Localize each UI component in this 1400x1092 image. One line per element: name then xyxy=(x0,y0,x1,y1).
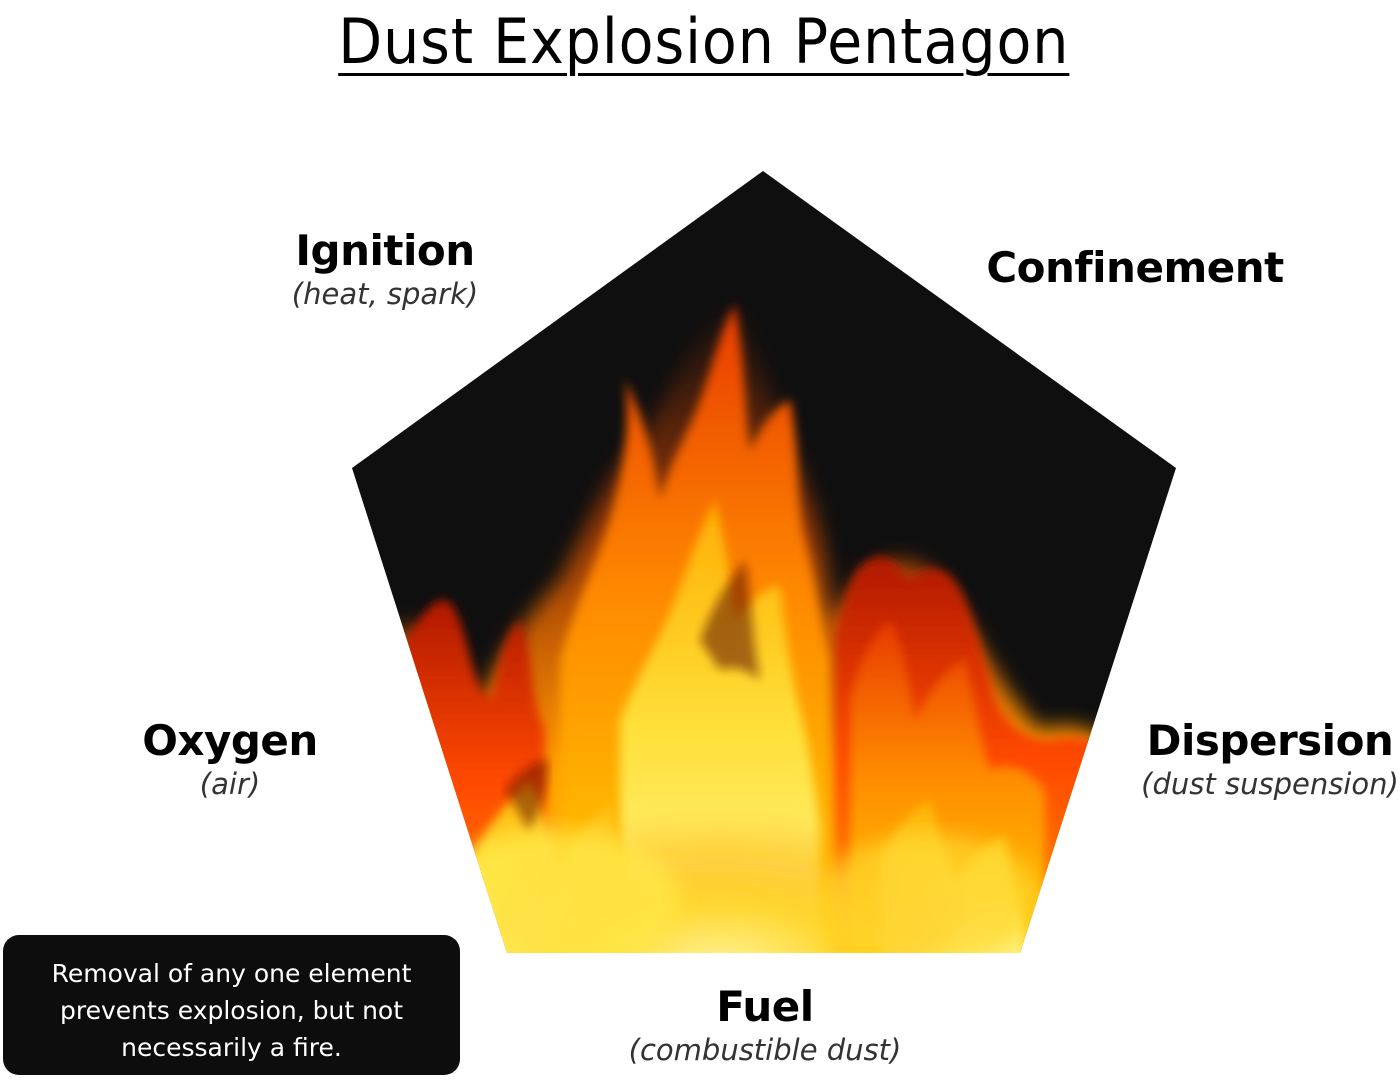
element-ignition-name: Ignition xyxy=(295,226,475,275)
element-confinement: Confinement xyxy=(975,243,1295,293)
element-oxygen-sub: (air) xyxy=(199,767,261,801)
flame-image xyxy=(400,300,1110,953)
element-dispersion-name: Dispersion xyxy=(1146,716,1394,765)
note-line: Removal of any one element xyxy=(51,959,412,988)
element-fuel: Fuel (combustible dust) xyxy=(590,982,940,1068)
diagram-title-text: Dust Explosion Pentagon xyxy=(338,5,1070,78)
diagram-title: Dust Explosion Pentagon xyxy=(0,2,1400,82)
note-line: necessarily a fire. xyxy=(121,1033,342,1062)
element-oxygen-name: Oxygen xyxy=(142,716,318,765)
element-ignition: Ignition (heat, spark) xyxy=(245,226,525,312)
element-dispersion: Dispersion (dust suspension) xyxy=(1130,716,1400,802)
element-fuel-name: Fuel xyxy=(716,982,814,1031)
element-confinement-name: Confinement xyxy=(986,243,1284,292)
note-line: prevents explosion, but not xyxy=(59,996,404,1025)
element-ignition-sub: (heat, spark) xyxy=(291,277,479,311)
element-fuel-sub: (combustible dust) xyxy=(628,1033,902,1067)
element-oxygen: Oxygen (air) xyxy=(100,716,360,802)
note-box: Removal of any one element prevents expl… xyxy=(3,935,460,1075)
element-dispersion-sub: (dust suspension) xyxy=(1141,767,1399,801)
